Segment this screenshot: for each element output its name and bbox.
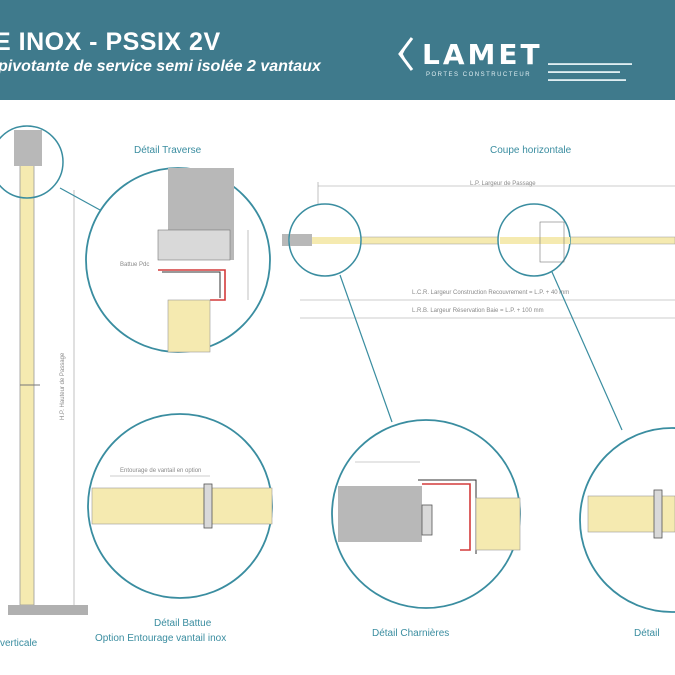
detail-battue xyxy=(87,413,273,599)
dim-lrb: L.R.B. Largeur Réservation Baie = L.P. +… xyxy=(412,308,544,314)
company-info-block: ▬▬▬▬▬▬▬▬▬▬▬▬▬▬▬▬▬▬▬▬▬▬▬▬▬▬▬▬▬▬▬▬▬▬▬▬▬▬▬ xyxy=(548,61,632,83)
technical-drawing xyxy=(0,125,675,615)
label-detail-right: Détail xyxy=(634,628,660,639)
horizontal-section xyxy=(282,182,675,431)
dim-joint: Entourage de vantail en option xyxy=(120,468,202,474)
document-title: E INOX - PSSIX 2V xyxy=(0,28,221,56)
brand-name: LAMET xyxy=(422,38,543,71)
label-coupe-horizontale: Coupe horizontale xyxy=(490,145,572,156)
header-banner: E INOX - PSSIX 2V pivotante de service s… xyxy=(0,0,675,100)
label-detail-battue: Détail Battue xyxy=(154,618,212,629)
dim-battue: Battue Pdc xyxy=(120,262,150,268)
dim-lp: L.P. Largeur de Passage xyxy=(470,181,536,187)
detail-charnieres xyxy=(331,419,521,609)
label-verticale: verticale xyxy=(0,638,38,649)
label-detail-charnieres: Détail Charnières xyxy=(372,628,450,639)
lamet-logo-icon xyxy=(398,37,414,71)
vertical-section xyxy=(0,125,101,615)
label-option-entourage: Option Entourage vantail inox xyxy=(95,633,227,644)
detail-right xyxy=(579,427,675,613)
brand-tagline: PORTES CONSTRUCTEUR xyxy=(426,72,532,78)
detail-traverse xyxy=(85,167,271,353)
dim-hp: H.P. Hauteur de Passage xyxy=(60,352,66,420)
dim-lcr: L.C.R. Largeur Construction Recouvrement… xyxy=(412,290,570,296)
document-subtitle: pivotante de service semi isolée 2 vanta… xyxy=(0,58,321,75)
label-detail-traverse: Détail Traverse xyxy=(134,145,202,156)
